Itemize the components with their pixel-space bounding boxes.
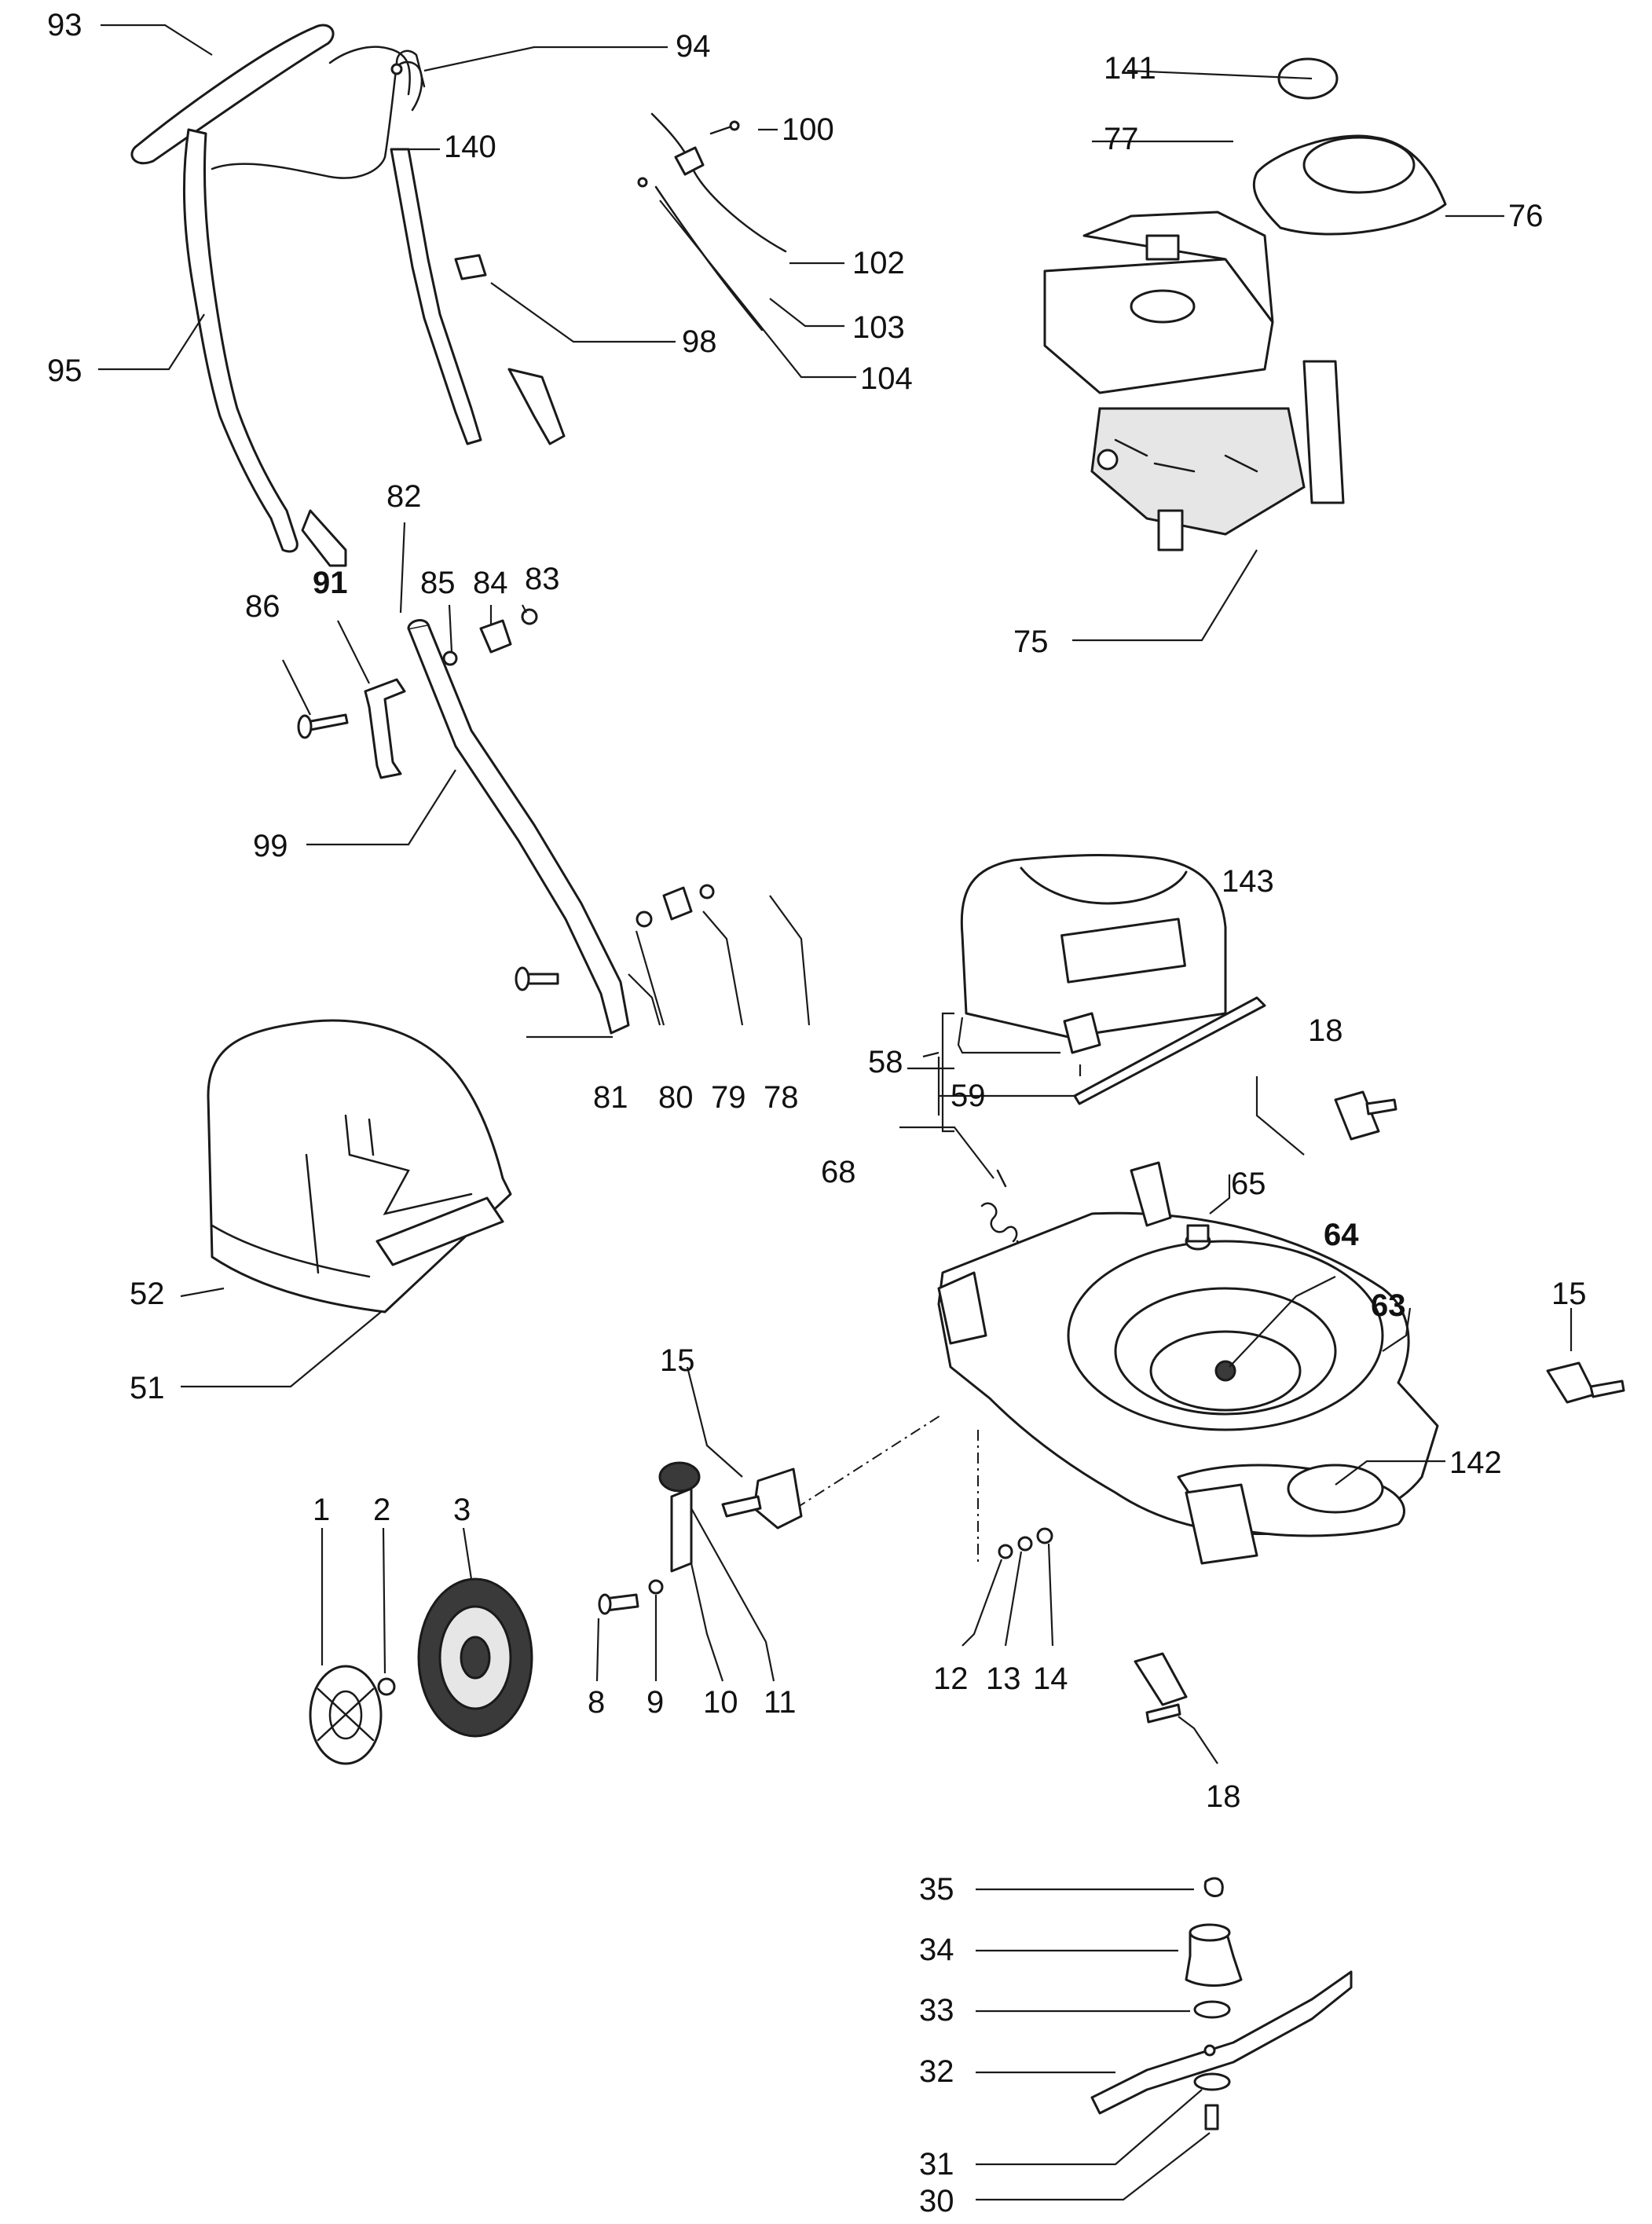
callout-91: 91 — [313, 566, 348, 600]
height-adjuster-part-18-top — [1334, 1090, 1397, 1141]
cable-guide-part-94 — [390, 60, 423, 112]
callout-78: 78 — [764, 1080, 799, 1115]
callout-9: 9 — [647, 1685, 664, 1720]
lower-handle-left-part — [407, 619, 630, 1035]
wheel-part-3 — [417, 1577, 533, 1738]
callout-12: 12 — [933, 1662, 969, 1696]
callout-85: 85 — [420, 566, 456, 600]
callout-94: 94 — [676, 29, 711, 64]
cutting-deck-part-63 — [937, 1161, 1439, 1565]
callout-102: 102 — [852, 246, 905, 280]
deck-hardware-parts — [998, 1527, 1053, 1559]
callout-63: 63 — [1371, 1288, 1406, 1323]
callout-52: 52 — [130, 1277, 165, 1311]
leader-lines — [98, 24, 1573, 2201]
callout-34: 34 — [919, 1933, 954, 1967]
callout-95: 95 — [47, 354, 82, 388]
callout-35: 35 — [919, 1872, 954, 1907]
callout-82: 82 — [386, 479, 422, 514]
air-filter-cover-part-76 — [1252, 134, 1447, 236]
blade-bolt-part-30 — [1204, 2104, 1219, 2131]
grass-bag-part — [207, 1019, 512, 1314]
callout-30: 30 — [919, 2184, 954, 2219]
callout-15-right: 15 — [1551, 1277, 1587, 1311]
callout-143: 143 — [1222, 864, 1274, 899]
callout-14: 14 — [1033, 1662, 1068, 1696]
callout-140: 140 — [444, 130, 496, 164]
callout-33: 33 — [919, 1993, 954, 2028]
dust-plug-part-65 — [1185, 1224, 1211, 1251]
callout-13: 13 — [986, 1662, 1021, 1696]
callout-64: 64 — [1324, 1218, 1359, 1252]
callout-51: 51 — [130, 1371, 165, 1405]
callout-68: 68 — [821, 1155, 856, 1189]
cable-part-100-104 — [637, 112, 787, 332]
height-adjuster-part-15-left — [721, 1467, 803, 1530]
callout-98: 98 — [682, 324, 717, 359]
callout-1: 1 — [313, 1493, 330, 1527]
rear-flap-part-58 — [960, 854, 1227, 1054]
callout-141: 141 — [1104, 51, 1156, 86]
blade-part-32 — [1090, 1970, 1353, 2115]
blade-washer-part-31 — [1193, 2072, 1231, 2091]
callout-59: 59 — [951, 1079, 986, 1113]
callout-103: 103 — [852, 310, 905, 345]
washer-part-33 — [1193, 2000, 1231, 2019]
bracket-part-91 — [364, 678, 406, 779]
callout-76: 76 — [1508, 199, 1544, 233]
rod-part-59 — [1073, 996, 1266, 1105]
callout-18-top: 18 — [1308, 1013, 1343, 1048]
upper-handle-part — [130, 24, 426, 567]
callout-75: 75 — [1013, 625, 1049, 659]
callout-11: 11 — [764, 1685, 797, 1720]
callout-31: 31 — [919, 2147, 954, 2182]
callout-104: 104 — [860, 361, 913, 396]
hub-cap-part-1 — [309, 1665, 383, 1765]
blade-adapter-part-34 — [1185, 1923, 1243, 1987]
callout-83: 83 — [525, 562, 560, 596]
engine-part — [1043, 211, 1345, 551]
callout-18-bottom: 18 — [1206, 1779, 1241, 1814]
callout-93: 93 — [47, 8, 82, 42]
callout-100: 100 — [782, 112, 834, 147]
small-hardware-parts — [297, 608, 715, 991]
callout-3: 3 — [453, 1493, 471, 1527]
callout-labels: 93 94 140 100 141 77 76 102 103 104 95 9… — [47, 8, 1587, 2219]
callout-77: 77 — [1104, 122, 1139, 156]
callout-79: 79 — [711, 1080, 746, 1115]
callout-32: 32 — [919, 2054, 954, 2089]
group-bracket-58-59 — [941, 1012, 954, 1133]
deck-dashed-line — [795, 1413, 979, 1563]
callout-15-left: 15 — [660, 1343, 695, 1378]
callout-65: 65 — [1231, 1167, 1266, 1201]
callout-58: 58 — [868, 1045, 903, 1079]
callout-81: 81 — [593, 1080, 628, 1115]
height-adjuster-part-15-right — [1546, 1361, 1625, 1404]
callout-99: 99 — [253, 829, 288, 863]
callout-80: 80 — [658, 1080, 694, 1115]
nut-part-2 — [377, 1677, 396, 1696]
callout-142: 142 — [1449, 1445, 1502, 1480]
height-adjuster-part-18-bottom — [1134, 1652, 1188, 1724]
callout-8: 8 — [588, 1685, 605, 1720]
callout-2: 2 — [373, 1493, 390, 1527]
callout-84: 84 — [473, 566, 508, 600]
callout-10: 10 — [703, 1685, 738, 1720]
lower-handle-right-part — [390, 148, 566, 445]
blade-key-part-35 — [1203, 1877, 1224, 1897]
wheel-bolt-parts — [598, 1461, 701, 1615]
callout-86: 86 — [245, 589, 280, 624]
